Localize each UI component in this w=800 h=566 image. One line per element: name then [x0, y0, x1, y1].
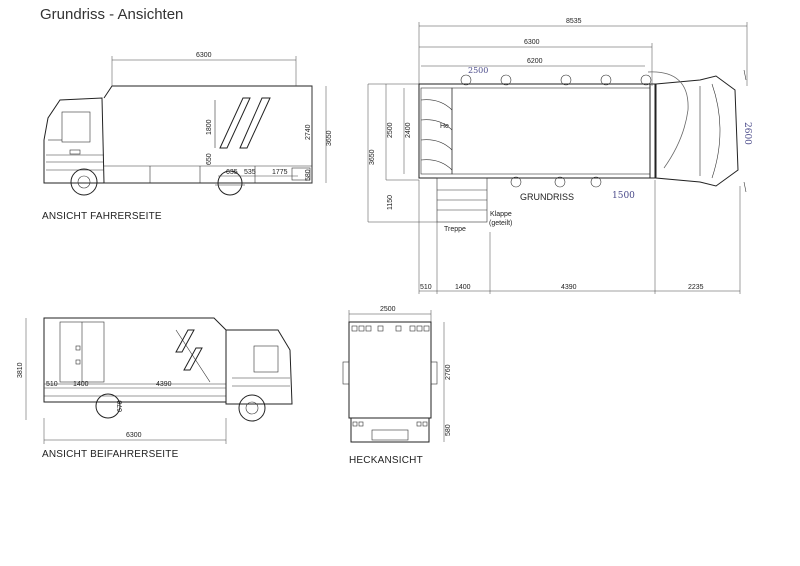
- driver-front-wheel: [70, 168, 98, 196]
- dim-driver-h2: 650: [206, 153, 213, 165]
- plan-cab-outline: [655, 75, 739, 187]
- passenger-box-body: [43, 317, 227, 403]
- dim-driver-length: 6300: [196, 52, 212, 59]
- passenger-cab-window: [253, 345, 279, 373]
- dim-plan-body: 6300: [524, 39, 540, 46]
- dim-plan-h-low: 1150: [387, 195, 394, 210]
- dim-rear-bottom: 580: [445, 424, 452, 436]
- passenger-front-wheel: [238, 394, 266, 422]
- dim-plan-inner: 6200: [527, 58, 543, 65]
- dim-plan-b4: 2235: [688, 284, 704, 291]
- dim-driver-h3: 2740: [305, 124, 312, 140]
- caption-passenger-side: ANSICHT BEIFAHRERSEITE: [42, 449, 179, 460]
- dim-driver-d1: 635: [226, 169, 238, 176]
- dim-rear-height: 2760: [445, 364, 452, 380]
- rear-view: 2500 2760 580: [342, 306, 452, 443]
- hand-note-right: 2600: [742, 122, 752, 145]
- rear-chassis: [350, 417, 430, 443]
- dim-pass-d1: 510: [46, 381, 58, 388]
- dim-driver-h4: 3650: [326, 130, 333, 146]
- dim-plan-h-body: 2500: [387, 122, 394, 138]
- dim-plan-total: 8535: [566, 18, 582, 25]
- plan-box-outline: [418, 83, 656, 179]
- dim-driver-d2: 535: [244, 169, 256, 176]
- dim-pass-d2: 1400: [73, 381, 89, 388]
- passenger-rear-wheel: [95, 393, 121, 419]
- label-he: He: [440, 123, 449, 130]
- dim-driver-d4: 580: [305, 169, 312, 181]
- dim-plan-b2: 1400: [455, 284, 471, 291]
- label-stairs: Treppe: [444, 226, 466, 233]
- dim-rear-width: 2500: [380, 306, 396, 313]
- page-title: Grundriss - Ansichten: [40, 6, 184, 23]
- label-flap: Klappe: [490, 211, 512, 218]
- caption-rear-view: HECKANSICHT: [349, 455, 423, 466]
- dim-driver-h1: 1800: [206, 119, 213, 135]
- dim-pass-d4: 670: [117, 400, 124, 412]
- dim-plan-b3: 4390: [561, 284, 577, 291]
- caption-driver-side: ANSICHT FAHRERSEITE: [42, 211, 162, 222]
- driver-rear-wheel: [217, 170, 243, 196]
- dim-plan-h-total: 3650: [369, 149, 376, 165]
- driver-window-left: [219, 97, 251, 149]
- hand-note-bottom: 1500: [612, 191, 635, 201]
- passenger-window: [175, 329, 203, 371]
- driver-cab-window: [61, 111, 91, 143]
- plan-view: 8535 6300 6200 He: [367, 18, 752, 294]
- plan-caption: GRUNDRISS: [520, 192, 574, 202]
- dim-pass-height: 3810: [17, 362, 24, 378]
- handwritten-arrow: [647, 71, 689, 169]
- rear-box-outline: [348, 321, 432, 419]
- dim-pass-length: 6300: [126, 432, 142, 439]
- dim-plan-h-inner: 2400: [405, 122, 412, 138]
- passenger-side-view: 3810 510 1400 4390 670 6300: [17, 317, 293, 444]
- dim-pass-d3: 4390: [156, 381, 172, 388]
- label-flap2: (geteilt): [489, 220, 512, 227]
- driver-side-view: 6300 2740 3650 1800 650 635 535 1775 580: [43, 52, 333, 196]
- dim-driver-d3: 1775: [272, 169, 288, 176]
- hand-note-top: 2500: [468, 66, 488, 75]
- passenger-cab-outline: [225, 329, 293, 405]
- dim-plan-b1: 510: [420, 284, 432, 291]
- driver-window-right: [239, 97, 271, 149]
